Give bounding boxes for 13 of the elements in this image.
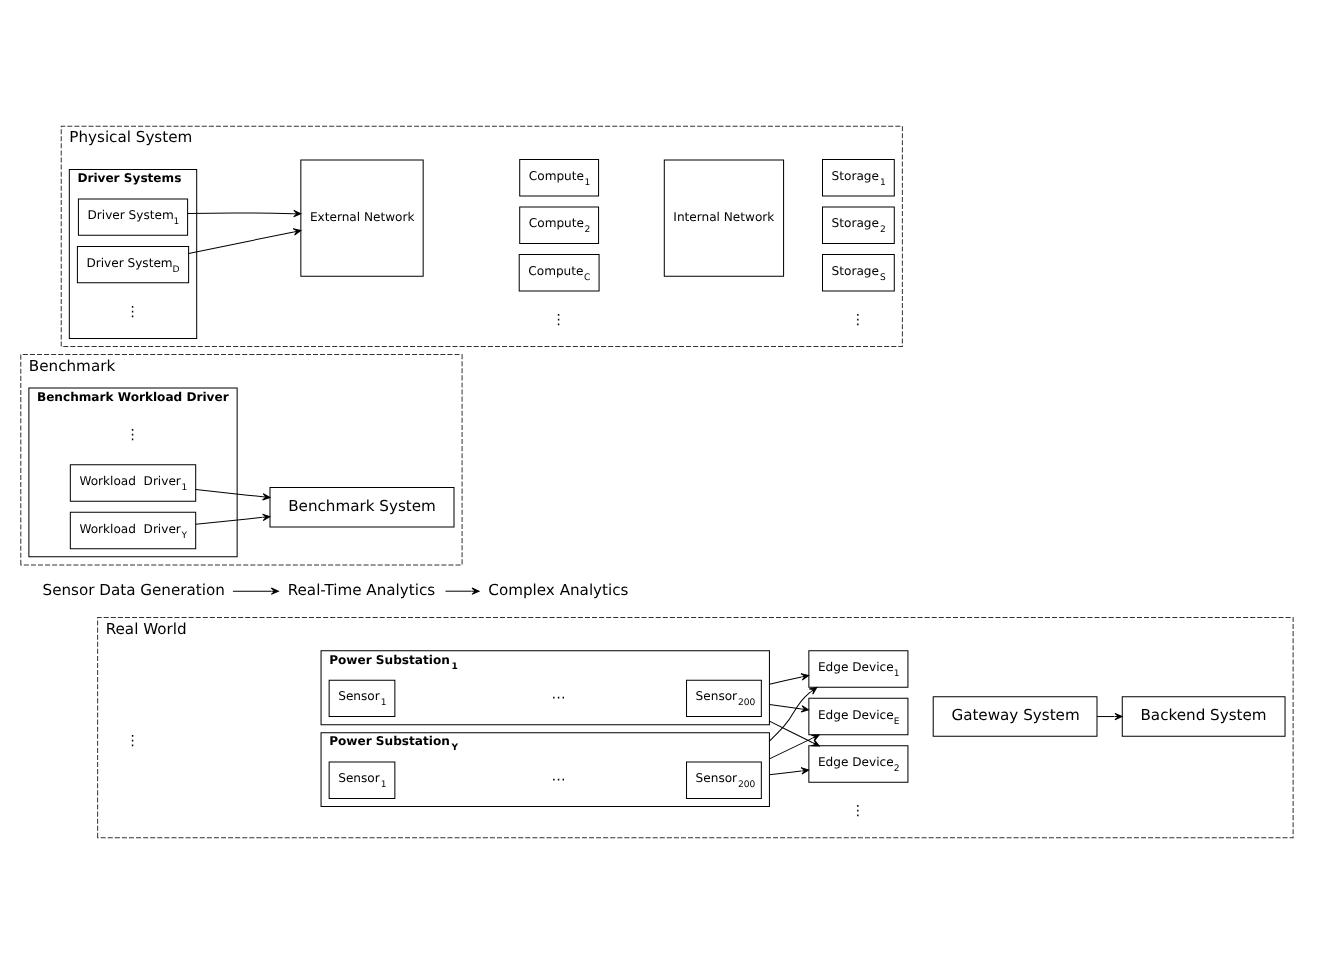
arrow bbox=[195, 489, 271, 501]
arrow bbox=[444, 587, 480, 595]
arrow bbox=[1096, 712, 1123, 721]
arrow bbox=[768, 673, 810, 685]
arrow bbox=[187, 209, 302, 218]
arrow bbox=[768, 703, 810, 713]
arrow bbox=[768, 734, 820, 760]
arrow bbox=[195, 513, 271, 525]
arrow bbox=[232, 587, 279, 595]
arrow bbox=[188, 228, 302, 254]
arrow bbox=[768, 720, 820, 747]
arrow bbox=[768, 687, 818, 742]
arrow bbox=[768, 767, 810, 776]
